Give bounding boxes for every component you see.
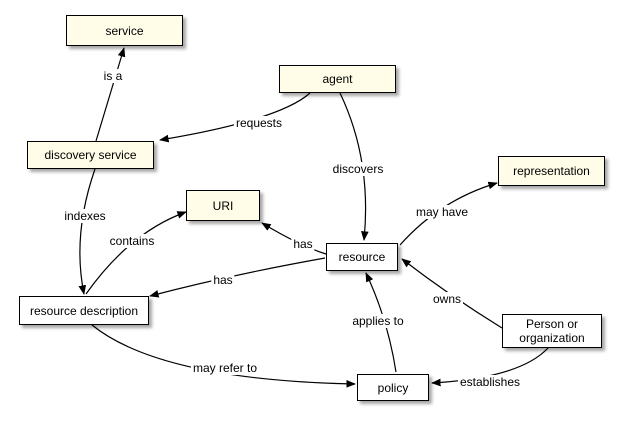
edge-contains — [85, 211, 187, 295]
node-representation[interactable]: representation — [498, 156, 605, 186]
label-discovers: discovers — [330, 162, 386, 176]
label-owns: owns — [430, 292, 464, 306]
node-agent[interactable]: agent — [279, 65, 396, 93]
edge-may-refer-to — [91, 324, 356, 388]
label-has-description: has — [211, 273, 235, 287]
label-is-a: is a — [101, 69, 125, 83]
label-may-refer-to: may refer to — [190, 361, 260, 375]
edge-indexes — [78, 168, 96, 295]
node-resource[interactable]: resource — [326, 243, 398, 271]
label-establishes: establishes — [457, 375, 523, 389]
node-resource-description[interactable]: resource description — [19, 296, 149, 325]
label-may-have: may have — [413, 205, 471, 219]
edge-establishes — [431, 347, 549, 387]
label-has-uri: has — [291, 237, 315, 251]
label-requests: requests — [233, 116, 285, 130]
label-contains: contains — [107, 234, 157, 248]
node-policy[interactable]: policy — [357, 374, 429, 401]
node-service[interactable]: service — [66, 15, 183, 46]
edge-has-description — [149, 257, 326, 298]
node-discovery-service[interactable]: discovery service — [27, 141, 154, 169]
edge-is-a — [95, 47, 126, 142]
node-uri[interactable]: URI — [186, 190, 260, 221]
node-person-or-organization[interactable]: Person or organization — [502, 314, 602, 348]
label-applies-to: applies to — [350, 314, 406, 328]
label-indexes: indexes — [62, 209, 108, 223]
